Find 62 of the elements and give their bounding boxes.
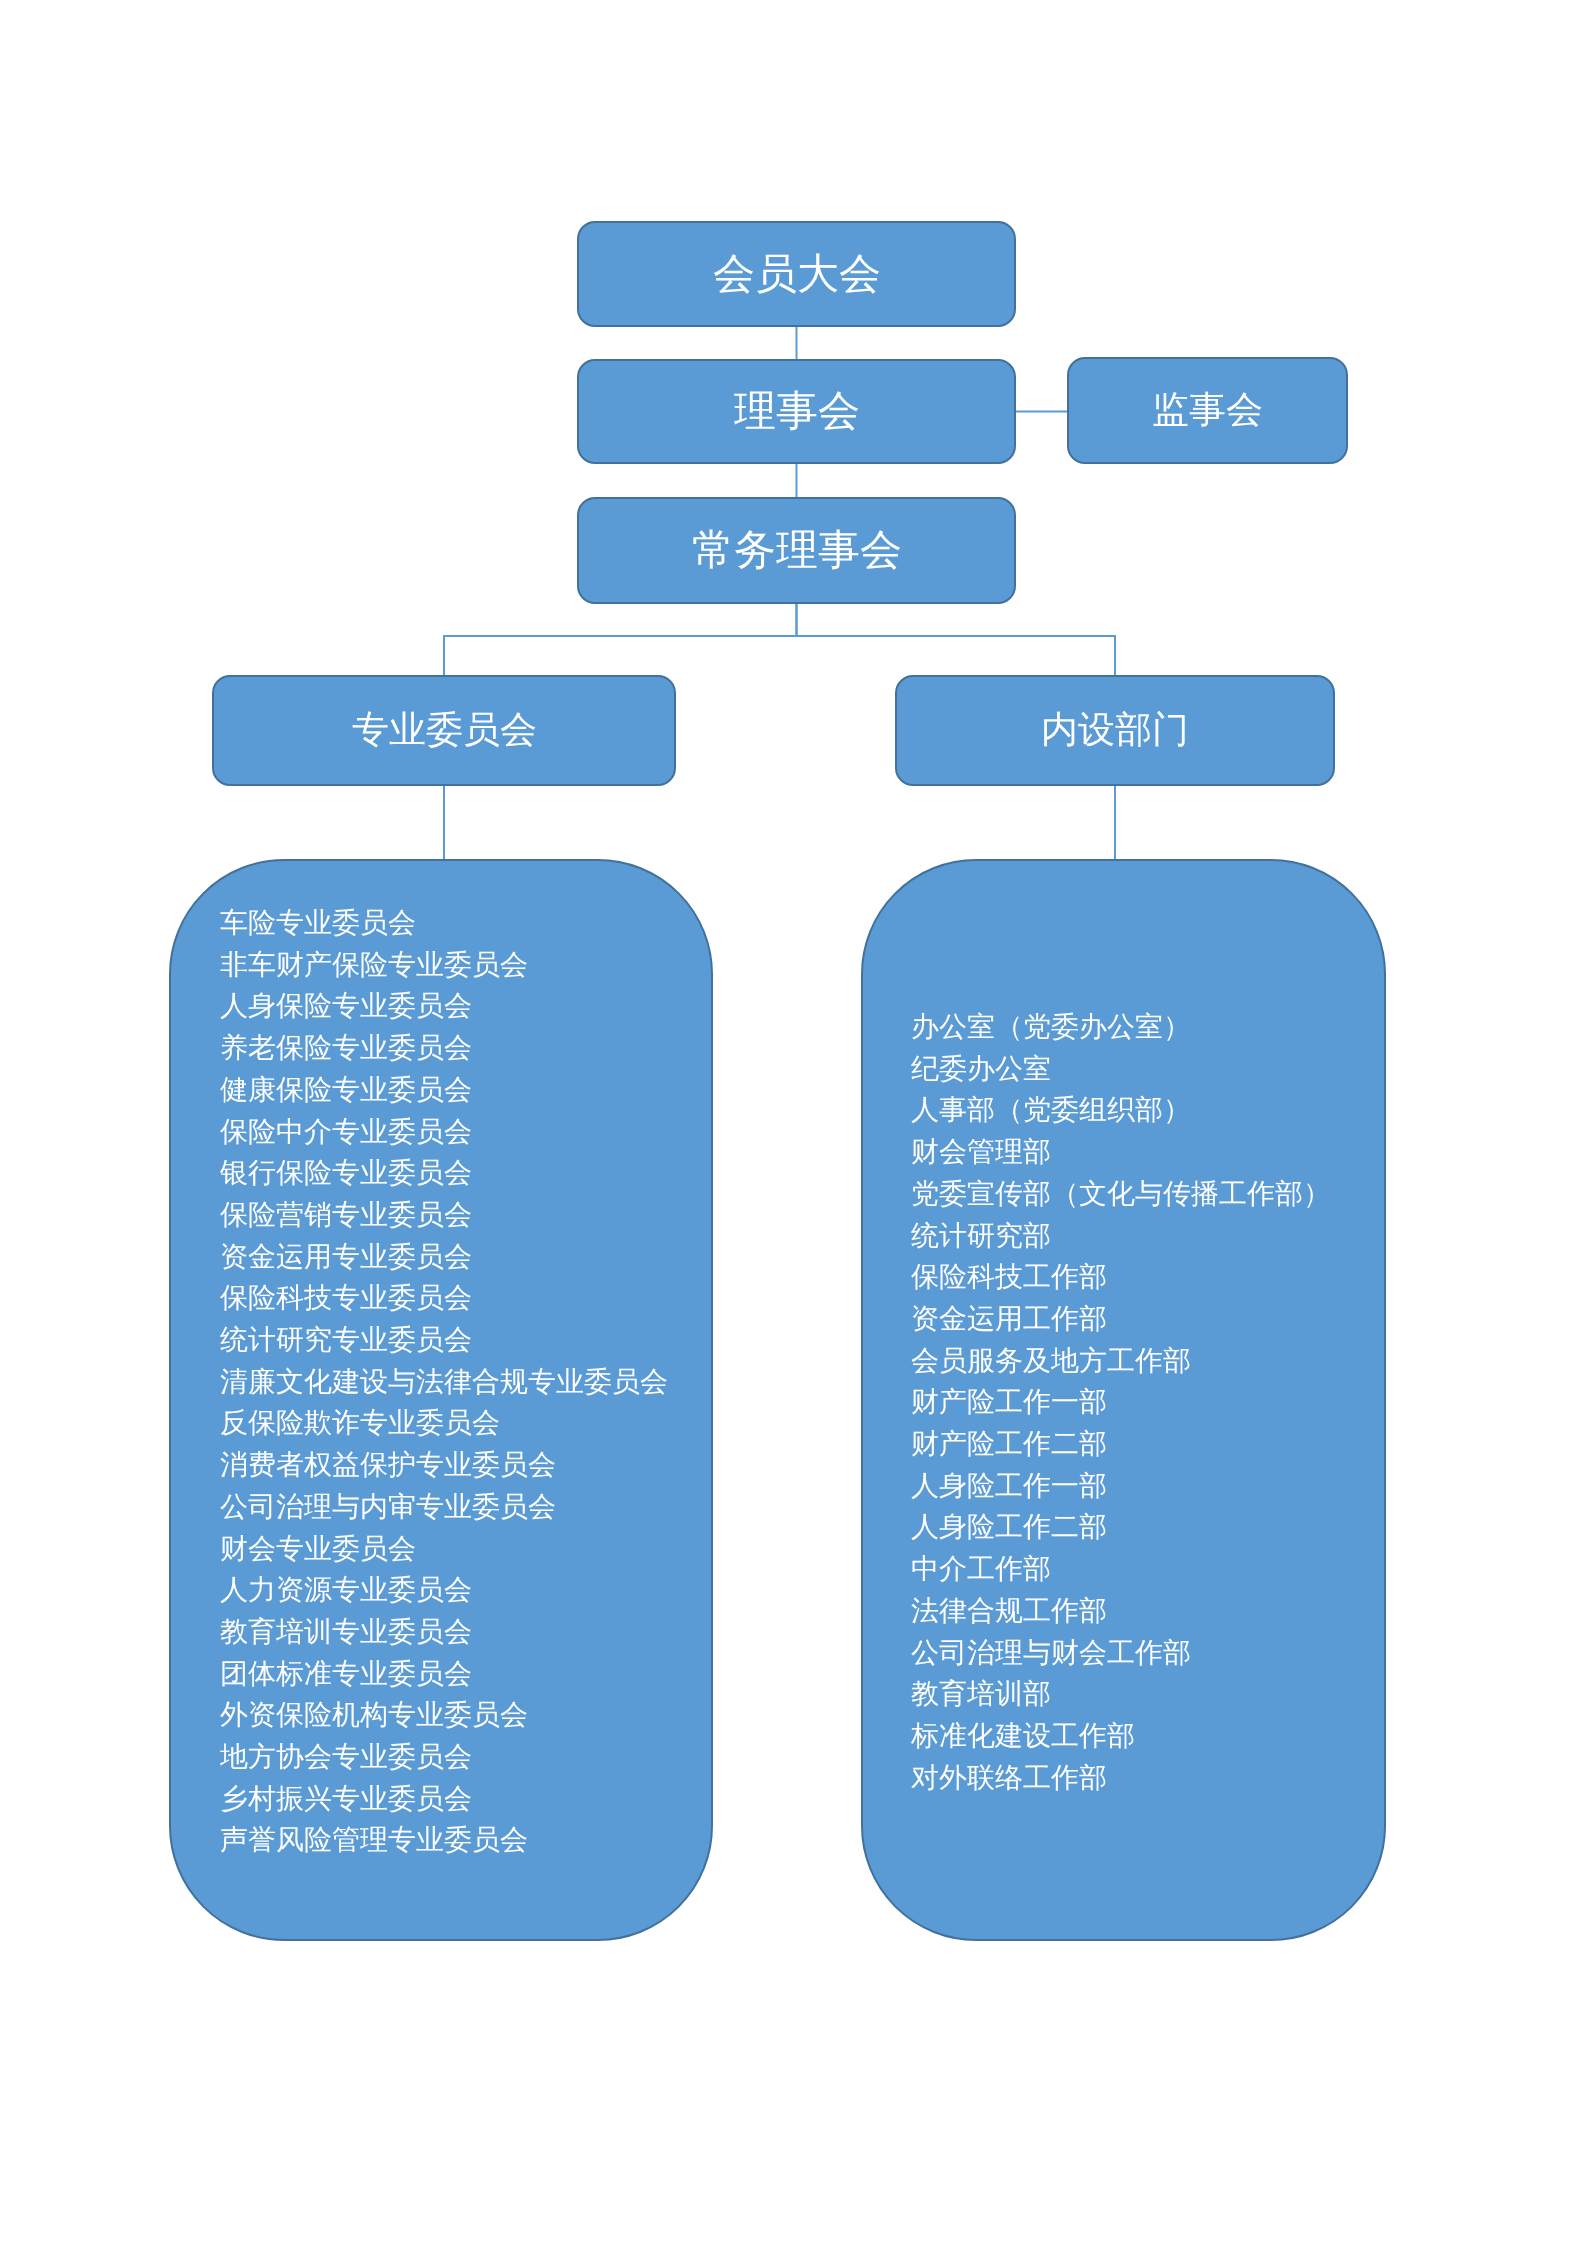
list-item: 办公室（党委办公室）	[911, 1009, 1191, 1045]
list-item: 外资保险机构专业委员会	[220, 1697, 528, 1734]
list-panel	[861, 859, 1386, 1941]
box-title: 常务理事会	[691, 525, 902, 576]
org-box	[577, 497, 1016, 604]
list-item: 保险科技工作部	[911, 1259, 1107, 1296]
connector-line	[1114, 785, 1116, 860]
box-title: 专业委员会	[351, 708, 537, 753]
list-item: 公司治理与财会工作部	[911, 1634, 1191, 1671]
list-item: 资金运用工作部	[911, 1300, 1107, 1337]
list-panel	[169, 859, 713, 1941]
connector-line	[795, 326, 798, 360]
connector-line	[795, 463, 798, 498]
org-box	[577, 359, 1016, 464]
org-box	[212, 675, 676, 786]
list-item: 清廉文化建设与法律合规专业委员会	[220, 1363, 668, 1400]
list-item: 非车财产保险专业委员会	[220, 946, 528, 983]
connector-line	[795, 603, 1116, 676]
list-item: 人事部（党委组织部）	[911, 1092, 1191, 1129]
list-item: 统计研究专业委员会	[220, 1322, 472, 1359]
list-item: 教育培训部	[911, 1676, 1051, 1713]
list-item: 养老保险专业委员会	[220, 1030, 472, 1067]
box-title: 内设部门	[1041, 708, 1189, 753]
box-title: 理事会	[733, 386, 860, 437]
list-item: 消费者权益保护专业委员会	[220, 1447, 556, 1484]
box-title: 监事会	[1152, 388, 1263, 433]
list-item: 对外联络工作部	[911, 1759, 1107, 1796]
list-item: 人力资源专业委员会	[220, 1572, 472, 1609]
box-title: 会员大会	[712, 248, 881, 300]
list-item: 人身保险专业委员会	[220, 988, 472, 1025]
list-item: 保险营销专业委员会	[220, 1196, 472, 1233]
list-item: 地方协会专业委员会	[220, 1739, 472, 1776]
list-item: 财产险工作一部	[911, 1384, 1107, 1421]
list-item: 保险科技专业委员会	[220, 1280, 472, 1317]
list-item: 财会管理部	[911, 1134, 1051, 1171]
org-box	[895, 675, 1335, 786]
list-item: 团体标准专业委员会	[220, 1655, 472, 1692]
list-item: 法律合规工作部	[911, 1592, 1107, 1629]
list-item: 银行保险专业委员会	[220, 1155, 472, 1192]
list-item: 纪委办公室	[911, 1050, 1051, 1087]
org-box	[577, 221, 1016, 327]
list-item: 资金运用专业委员会	[220, 1238, 472, 1275]
list-item: 乡村振兴专业委员会	[220, 1780, 472, 1817]
list-item: 人身险工作二部	[911, 1509, 1107, 1546]
org-box	[1067, 357, 1348, 464]
list-item: 健康保险专业委员会	[220, 1071, 472, 1108]
list-item: 党委宣传部（文化与传播工作部）	[911, 1175, 1331, 1212]
list-item: 声誉风险管理专业委员会	[220, 1822, 528, 1859]
list-item: 统计研究部	[911, 1217, 1051, 1254]
list-item: 保险中介专业委员会	[220, 1113, 472, 1150]
connector-line	[1015, 410, 1068, 413]
list-item: 财产险工作二部	[911, 1426, 1107, 1463]
list-item: 人身险工作一部	[911, 1467, 1107, 1504]
list-item: 标准化建设工作部	[911, 1717, 1135, 1754]
list-item: 教育培训专业委员会	[220, 1613, 472, 1650]
list-item: 会员服务及地方工作部	[911, 1342, 1191, 1379]
connector-line	[443, 785, 445, 860]
list-item: 中介工作部	[911, 1551, 1051, 1588]
list-item: 公司治理与内审专业委员会	[220, 1488, 556, 1525]
list-item: 财会专业委员会	[220, 1530, 416, 1567]
list-item: 车险专业委员会	[220, 905, 416, 941]
list-item: 反保险欺诈专业委员会	[220, 1405, 500, 1442]
